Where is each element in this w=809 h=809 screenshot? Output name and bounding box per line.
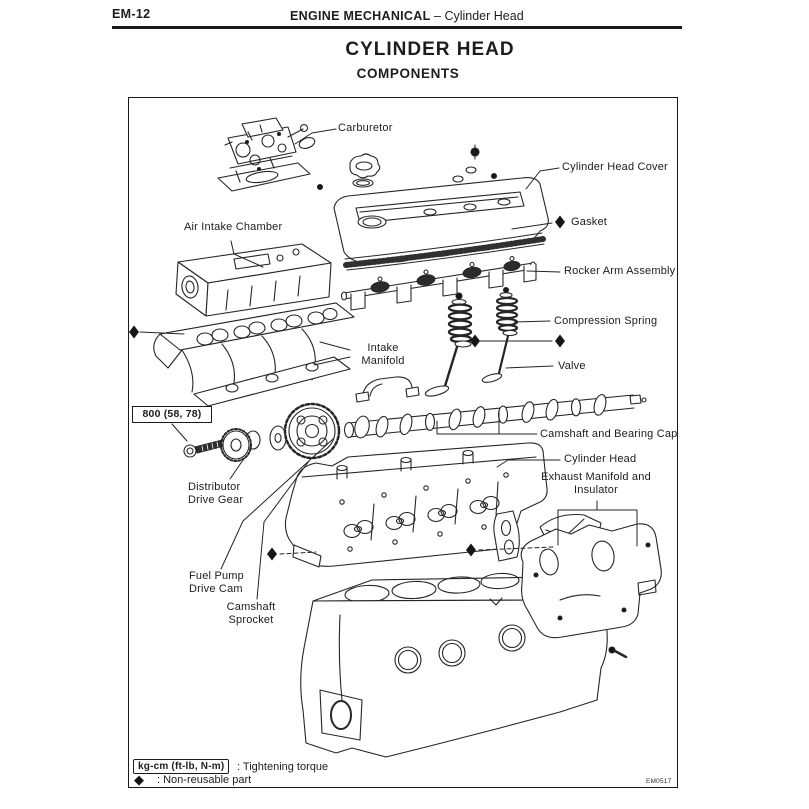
label-gasket: Gasket [571, 216, 608, 228]
valve-and-spring-drawing [424, 286, 519, 397]
label-air-intake-chamber: Air Intake Chamber [184, 221, 283, 233]
exhaust-manifold-drawing [493, 510, 662, 659]
label-valve: Valve [558, 360, 586, 372]
distributor-drive-gear-drawing [220, 428, 261, 462]
label-intake-manifold: Intake Manifold [361, 342, 405, 368]
running-header-section: ENGINE MECHANICAL [290, 9, 431, 23]
camshaft-sprocket-drawing [283, 402, 341, 460]
page-subtitle: COMPONENTS [356, 66, 460, 81]
label-rocker-arm-assembly: Rocker Arm Assembly [564, 265, 676, 277]
label-cylinder-head-cover: Cylinder Head Cover [562, 161, 668, 173]
running-header-subsection: – Cylinder Head [434, 9, 524, 23]
figure-frame [128, 97, 678, 788]
camshaft-drawing [343, 394, 647, 439]
torque-spec-box: 800 (58, 78) [132, 406, 212, 423]
non-reusable-diamond-icons [129, 215, 565, 561]
cylinder-head-cover-drawing [333, 177, 549, 271]
label-exhaust-manifold-and-insulator: Exhaust Manifold and Insulator [541, 471, 651, 497]
non-reusable-diamond-icon: ◆ [134, 772, 144, 787]
oil-filler-cap-drawing [349, 153, 381, 188]
cover-fasteners-drawing [452, 144, 498, 183]
label-fuel-pump-drive-cam: Fuel Pump Drive Cam [189, 570, 244, 596]
figure-code: EM0517 [646, 778, 672, 785]
page-number: EM-12 [112, 7, 151, 21]
header-rule [112, 26, 682, 29]
legend-non-reusable: : Non-reusable part [157, 774, 252, 786]
leader-lines [139, 128, 638, 600]
air-intake-chamber-drawing [175, 243, 332, 317]
intake-manifold-drawing [153, 302, 355, 407]
label-cylinder-head: Cylinder Head [564, 453, 637, 465]
label-camshaft-sprocket: Camshaft Sprocket [226, 601, 276, 627]
carburetor-drawing [217, 117, 324, 192]
running-header: ENGINE MECHANICAL – Cylinder Head [290, 9, 524, 23]
camshaft-washer-drawing [269, 425, 287, 451]
label-compression-spring: Compression Spring [554, 315, 658, 327]
page-title: CYLINDER HEAD [345, 39, 515, 60]
label-carburetor: Carburetor [338, 122, 393, 134]
rocker-arm-assembly-drawing [340, 255, 537, 311]
cylinder-head-drawing [284, 442, 548, 568]
label-distributor-drive-gear: Distributor Drive Gear [188, 481, 244, 507]
legend-torque-units-box: kg-cm (ft-lb, N-m) [133, 759, 230, 774]
label-camshaft-and-bearing-cap: Camshaft and Bearing Cap [540, 428, 678, 440]
legend-tightening-torque: : Tightening torque [237, 761, 329, 773]
bearing-cap-drawing [355, 376, 420, 403]
